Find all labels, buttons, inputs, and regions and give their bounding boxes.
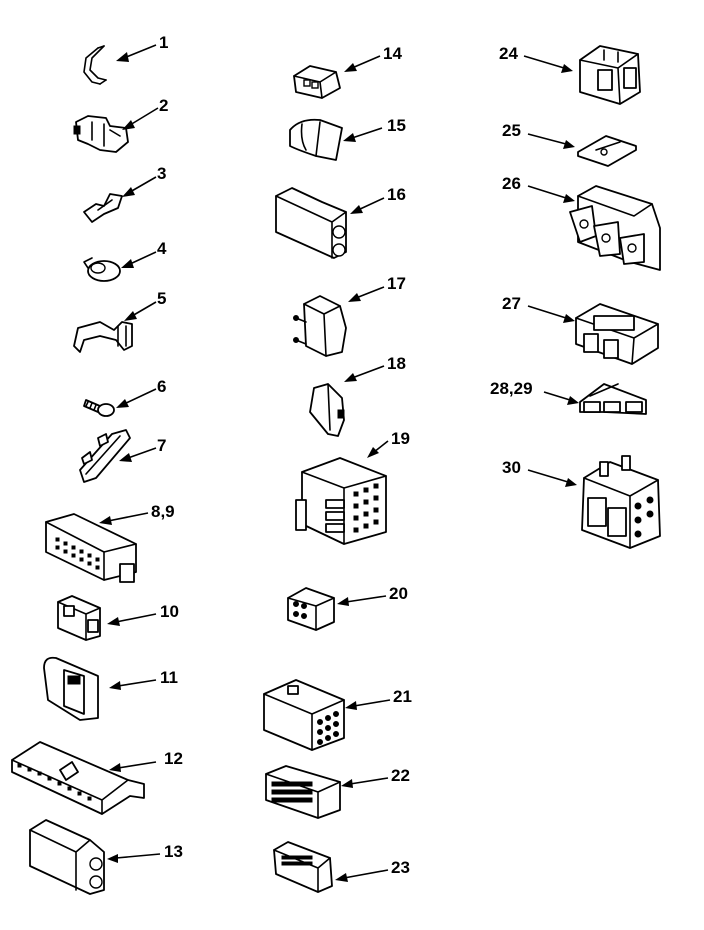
part-24-connector [579,45,641,105]
callout-22: 22 [391,766,410,785]
part-4-ring [83,257,121,282]
callout-24: 24 [499,44,518,63]
part-8-9-connector [45,513,137,583]
callout-6: 6 [157,377,167,396]
callout-21: 21 [393,687,412,706]
part-14-connector [293,65,341,99]
part-2-clip [73,115,129,153]
callout-16: 16 [387,185,406,204]
part-23-connector [273,841,333,893]
part-3-clip [83,193,123,223]
callout-27: 27 [502,294,521,313]
callout-11: 11 [160,668,178,687]
callout-3: 3 [157,164,167,183]
callout-30: 30 [502,458,521,477]
callout-19: 19 [391,429,410,448]
callout-8-9: 8,9 [151,502,175,521]
part-30-connector [581,455,661,549]
part-6-screw [83,399,115,417]
part-18-latch [309,383,345,437]
callout-2: 2 [159,96,169,115]
callout-5: 5 [157,289,167,308]
part-21-housing [263,679,345,751]
part-22-connector [265,765,341,819]
callout-18: 18 [387,354,406,373]
callout-10: 10 [160,602,179,621]
callout-26: 26 [502,174,521,193]
callout-25: 25 [502,121,521,140]
part-20-housing [287,587,335,631]
part-27-connector [575,303,659,365]
callout-4: 4 [157,239,167,258]
part-15-sleeve [289,118,343,161]
part-5-clip [73,321,133,353]
part-10-connector [57,595,101,641]
callout-12: 12 [164,749,183,768]
part-28-29-terminal [579,383,647,415]
part-12-connector [11,741,145,815]
callout-17: 17 [387,274,406,293]
callout-13: 13 [164,842,183,861]
part-17-connector [293,295,347,357]
part-19-connector [295,457,387,545]
part-11-connector [43,656,99,721]
callout-20: 20 [389,584,408,603]
callout-14: 14 [383,44,402,63]
callout-28-29: 28,29 [490,379,533,398]
part-7-wedge [79,429,131,483]
part-26-connector [569,185,661,271]
callout-23: 23 [391,858,410,877]
callout-1: 1 [159,33,169,52]
callout-7: 7 [157,436,167,455]
part-1-clip [83,45,107,85]
leader-lines [99,44,579,882]
part-25-board [577,135,637,167]
part-13-housing [29,819,105,895]
part-16-housing [275,187,347,259]
callout-15: 15 [387,116,406,135]
